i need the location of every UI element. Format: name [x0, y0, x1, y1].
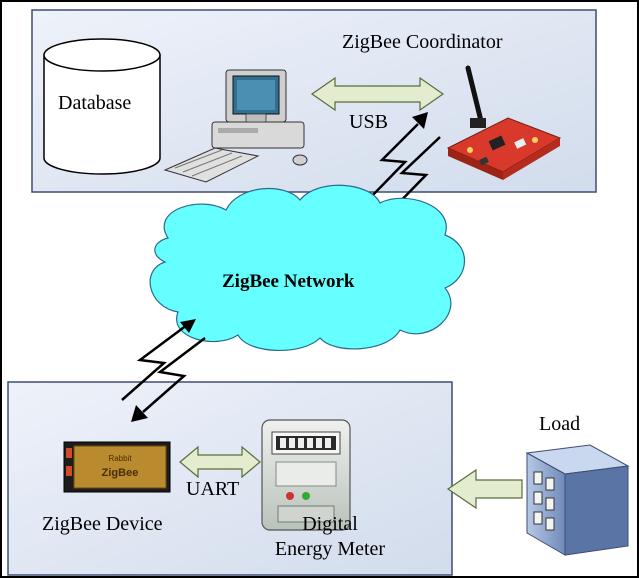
energy-meter-icon: [261, 419, 351, 531]
usb-label: USB: [349, 111, 388, 133]
uart-double-arrow-icon: [179, 445, 261, 479]
meter-label-line2: Energy Meter: [274, 538, 386, 560]
usb-double-arrow-icon: [310, 76, 445, 112]
wireless-link-lower-icon: [121, 319, 206, 422]
module-marking-line1: Rabbit: [108, 454, 132, 463]
device-label: ZigBee Device: [42, 513, 163, 535]
load-label: Load: [539, 413, 581, 435]
database-label: Database: [58, 92, 132, 114]
network-label: ZigBee Network: [222, 271, 355, 292]
computer-icon: [163, 69, 308, 183]
module-marking-line2: ZigBee: [102, 467, 139, 479]
coordinator-label: ZigBee Coordinator: [342, 31, 503, 53]
database-cylinder-icon: [43, 38, 161, 175]
zigbee-network-cloud-icon: [149, 184, 466, 352]
zigbee-device-module-icon: Rabbit ZigBee: [63, 441, 171, 493]
uart-label: UART: [186, 478, 240, 500]
load-to-meter-arrow-icon: [446, 468, 523, 510]
meter-label-line1: Digital: [302, 513, 358, 535]
coordinator-board-icon: [446, 65, 562, 180]
load-building-icon: [525, 444, 630, 556]
